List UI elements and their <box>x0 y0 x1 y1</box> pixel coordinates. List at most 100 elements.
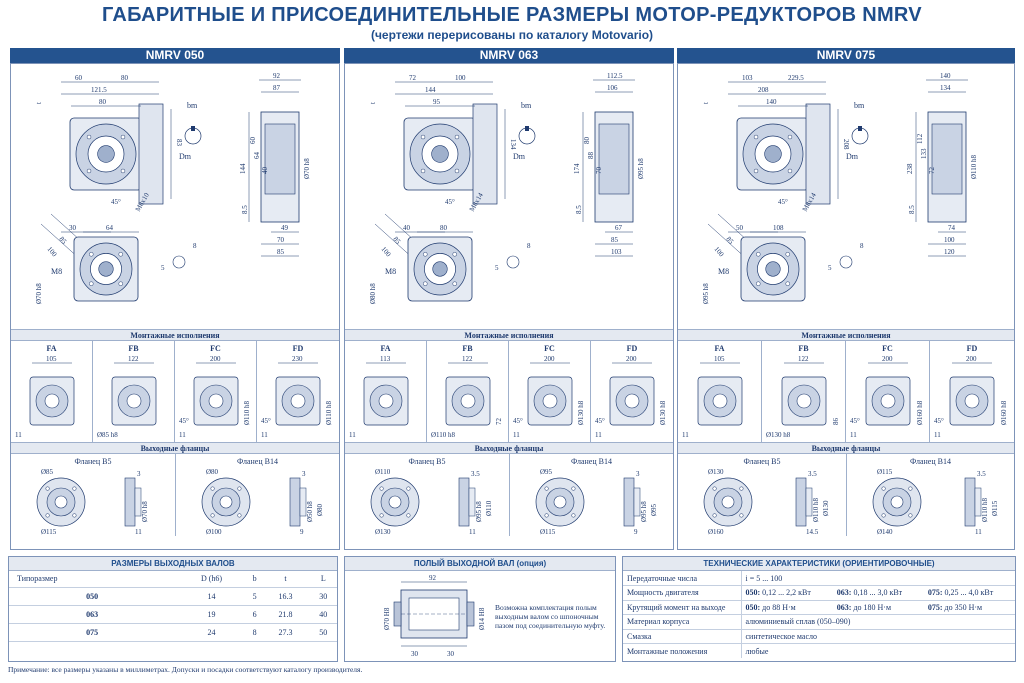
flange-bore <box>553 495 567 509</box>
dm-label: Dm <box>513 152 526 161</box>
dimension-label: 8 <box>860 242 864 250</box>
bolt-hole <box>120 134 126 140</box>
tech-value: i = 5 ... 100 <box>741 571 1015 586</box>
dimension-label: 80 <box>99 98 107 106</box>
shaft-cell: 24 <box>175 623 248 642</box>
dimension-label: 87 <box>273 84 281 92</box>
t-label: t <box>35 102 43 104</box>
shaft-col-size: Типоразмер <box>9 571 176 588</box>
model-header: NMRV 050 <box>10 48 340 63</box>
hub-circle <box>624 393 640 409</box>
flange-label: Фланец B5 <box>743 457 781 466</box>
tech-val: до 350 Н·м <box>944 602 983 612</box>
bolt-hole <box>379 486 384 491</box>
bolt-hole <box>756 252 761 257</box>
dimension-label: 174 <box>573 163 581 174</box>
dimension-label: 3 <box>302 470 306 478</box>
dimension-label: 100 <box>379 245 392 259</box>
flange-profile <box>964 477 976 527</box>
dimension-label: 229.5 <box>788 74 804 82</box>
dimension-label: Ø115 <box>41 528 57 536</box>
tech-key: 075: <box>927 588 943 598</box>
bolt-hole <box>454 134 460 140</box>
bolt-hole <box>86 168 92 174</box>
mounting-label: FD <box>626 344 638 353</box>
flange-bore <box>721 495 735 509</box>
dimension-label: 3.5 <box>808 470 817 478</box>
dimension-label: 60 <box>249 137 257 145</box>
angle-label: 45° <box>778 198 788 206</box>
bolt-hole <box>544 513 549 518</box>
dimension-label: 8.5 <box>908 205 916 214</box>
table-row: Мощность двигателя 050: 0,12 ... 2,2 кВт… <box>623 585 1015 601</box>
flange-profile <box>124 477 136 527</box>
dimension-label: Ø110 <box>485 500 493 516</box>
flange-label: Фланец B5 <box>408 457 446 466</box>
dimension-label: 103 <box>742 74 753 82</box>
dimension-label: 100 <box>45 245 58 259</box>
table-row: Смазка синтетическое масло <box>623 629 1015 644</box>
dimension-label: 64 <box>253 152 261 160</box>
dimension-label: Ø95 h8 <box>475 501 483 522</box>
bolt-hole <box>753 168 759 174</box>
m8-label: M8 <box>385 267 396 276</box>
flange-spigot <box>134 487 142 517</box>
dm-label: Dm <box>179 152 192 161</box>
tech-val: до 88 Н·м <box>762 602 796 612</box>
flange-profile <box>458 477 470 527</box>
footnote: Примечание: все размеры указаны в миллим… <box>8 665 363 674</box>
bolt-hole <box>756 281 761 286</box>
dimension-label: Ø80 h8 <box>369 283 377 304</box>
dimension-label: Ø110 h8 <box>981 497 989 522</box>
bolt-hole <box>420 134 426 140</box>
dimension-label: 112.5 <box>607 72 623 80</box>
flange-spigot <box>805 487 813 517</box>
dimension-label: 106 <box>607 84 618 92</box>
dimension-label: Ø110 <box>375 468 391 476</box>
tech-label: Смазка <box>623 629 742 644</box>
mounting-label: FA <box>714 344 725 353</box>
dimension-label: Ø130 h8 <box>766 431 791 439</box>
dimension-label: 200 <box>882 355 893 363</box>
dimension-label: Ø85 h8 <box>97 431 118 439</box>
dimension-label: Ø130 h8 <box>659 400 667 425</box>
dimension-label: Ø110 h8 <box>970 154 978 179</box>
bolt-hole <box>379 513 384 518</box>
tech-value: алюминиевый сплав (050–090) <box>741 614 1015 630</box>
dimension-label: Ø140 <box>877 528 893 536</box>
dimension-label: 72 <box>495 418 503 426</box>
dimension-label: 40 <box>403 224 411 232</box>
dimension-label: Ø50 h8 <box>306 501 314 522</box>
mounting-label: FC <box>882 344 893 353</box>
angle-label: 45° <box>445 198 455 206</box>
hub-circle <box>964 393 980 409</box>
dimension-label: 11 <box>513 431 520 439</box>
flange-bore <box>890 495 904 509</box>
shaft-cell: 19 <box>175 605 248 624</box>
dimension-label: 11 <box>261 431 268 439</box>
bolt-hole <box>739 486 744 491</box>
tech-key: 050: <box>745 602 761 612</box>
mounting-label: FA <box>380 344 391 353</box>
hub-circle <box>880 393 896 409</box>
dimension-label: Ø115 <box>991 500 999 516</box>
table-row: 063 19 6 21.8 40 <box>9 605 337 624</box>
tech-value: 050: до 88 Н·м <box>741 600 833 615</box>
dimension-label: 8.5 <box>575 205 583 214</box>
dimension-label: 40 <box>261 167 269 175</box>
dimension-label: 121.5 <box>91 86 107 94</box>
bolt-hole <box>118 281 123 286</box>
dimension-label: 85 <box>391 235 402 246</box>
dimension-label: 11 <box>934 431 941 439</box>
bolt-hole <box>454 168 460 174</box>
shaft-cell: 27.3 <box>261 623 310 642</box>
